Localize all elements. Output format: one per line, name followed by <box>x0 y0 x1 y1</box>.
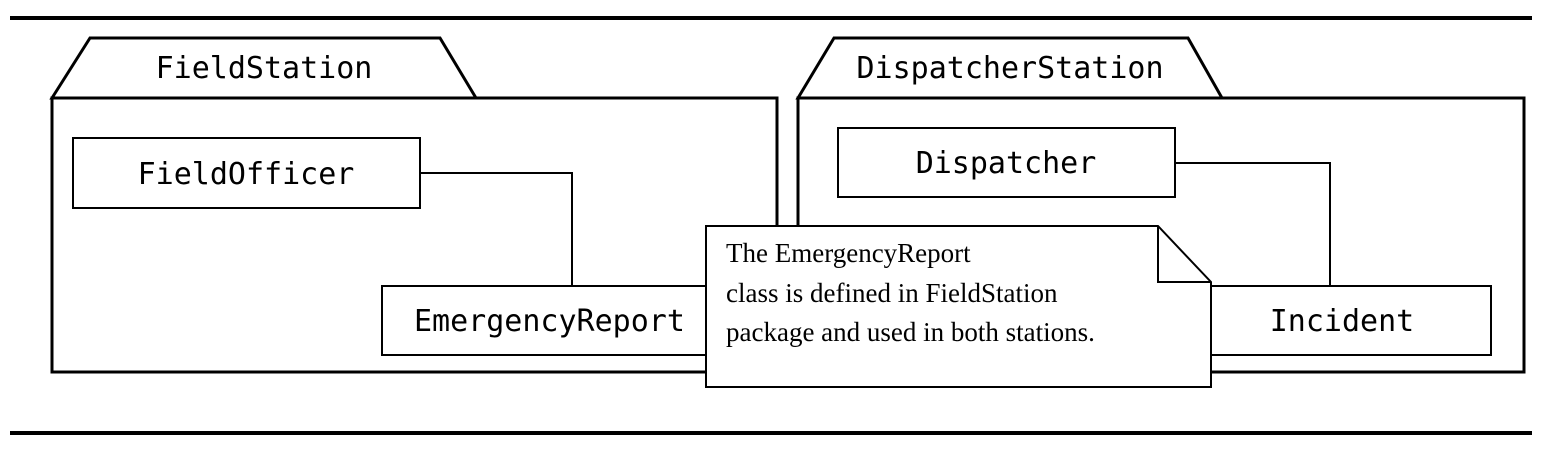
class-incident[interactable]: Incident <box>1179 285 1492 356</box>
class-emergency-report[interactable]: EmergencyReport <box>381 285 723 356</box>
emergency-report-label: EmergencyReport <box>414 304 685 339</box>
association-fieldofficer-emergencyreport <box>420 172 573 286</box>
note-body <box>705 225 1212 388</box>
note-line-3: package and used in both stations. <box>726 317 1095 347</box>
note-line-1: The EmergencyReport <box>726 238 971 268</box>
field-officer-box <box>72 137 421 209</box>
dispatcher-box <box>837 127 1176 198</box>
field-officer-label: FieldOfficer <box>138 157 355 192</box>
note[interactable]: The EmergencyReport class is defined in … <box>705 225 1212 388</box>
note-folded-corner <box>1157 226 1211 283</box>
association-dispatcher-incident <box>1175 162 1331 286</box>
incident-box <box>1179 285 1492 356</box>
incident-label: Incident <box>1270 304 1415 339</box>
emergency-report-box <box>381 285 723 356</box>
class-field-officer[interactable]: FieldOfficer <box>72 137 421 209</box>
note-line-2: class is defined in FieldStation <box>726 278 1058 308</box>
class-dispatcher[interactable]: Dispatcher <box>837 127 1176 198</box>
field-station-name: FieldStation <box>156 51 373 86</box>
dispatcher-label: Dispatcher <box>916 146 1097 181</box>
dispatcher-station-name: DispatcherStation <box>856 51 1163 86</box>
